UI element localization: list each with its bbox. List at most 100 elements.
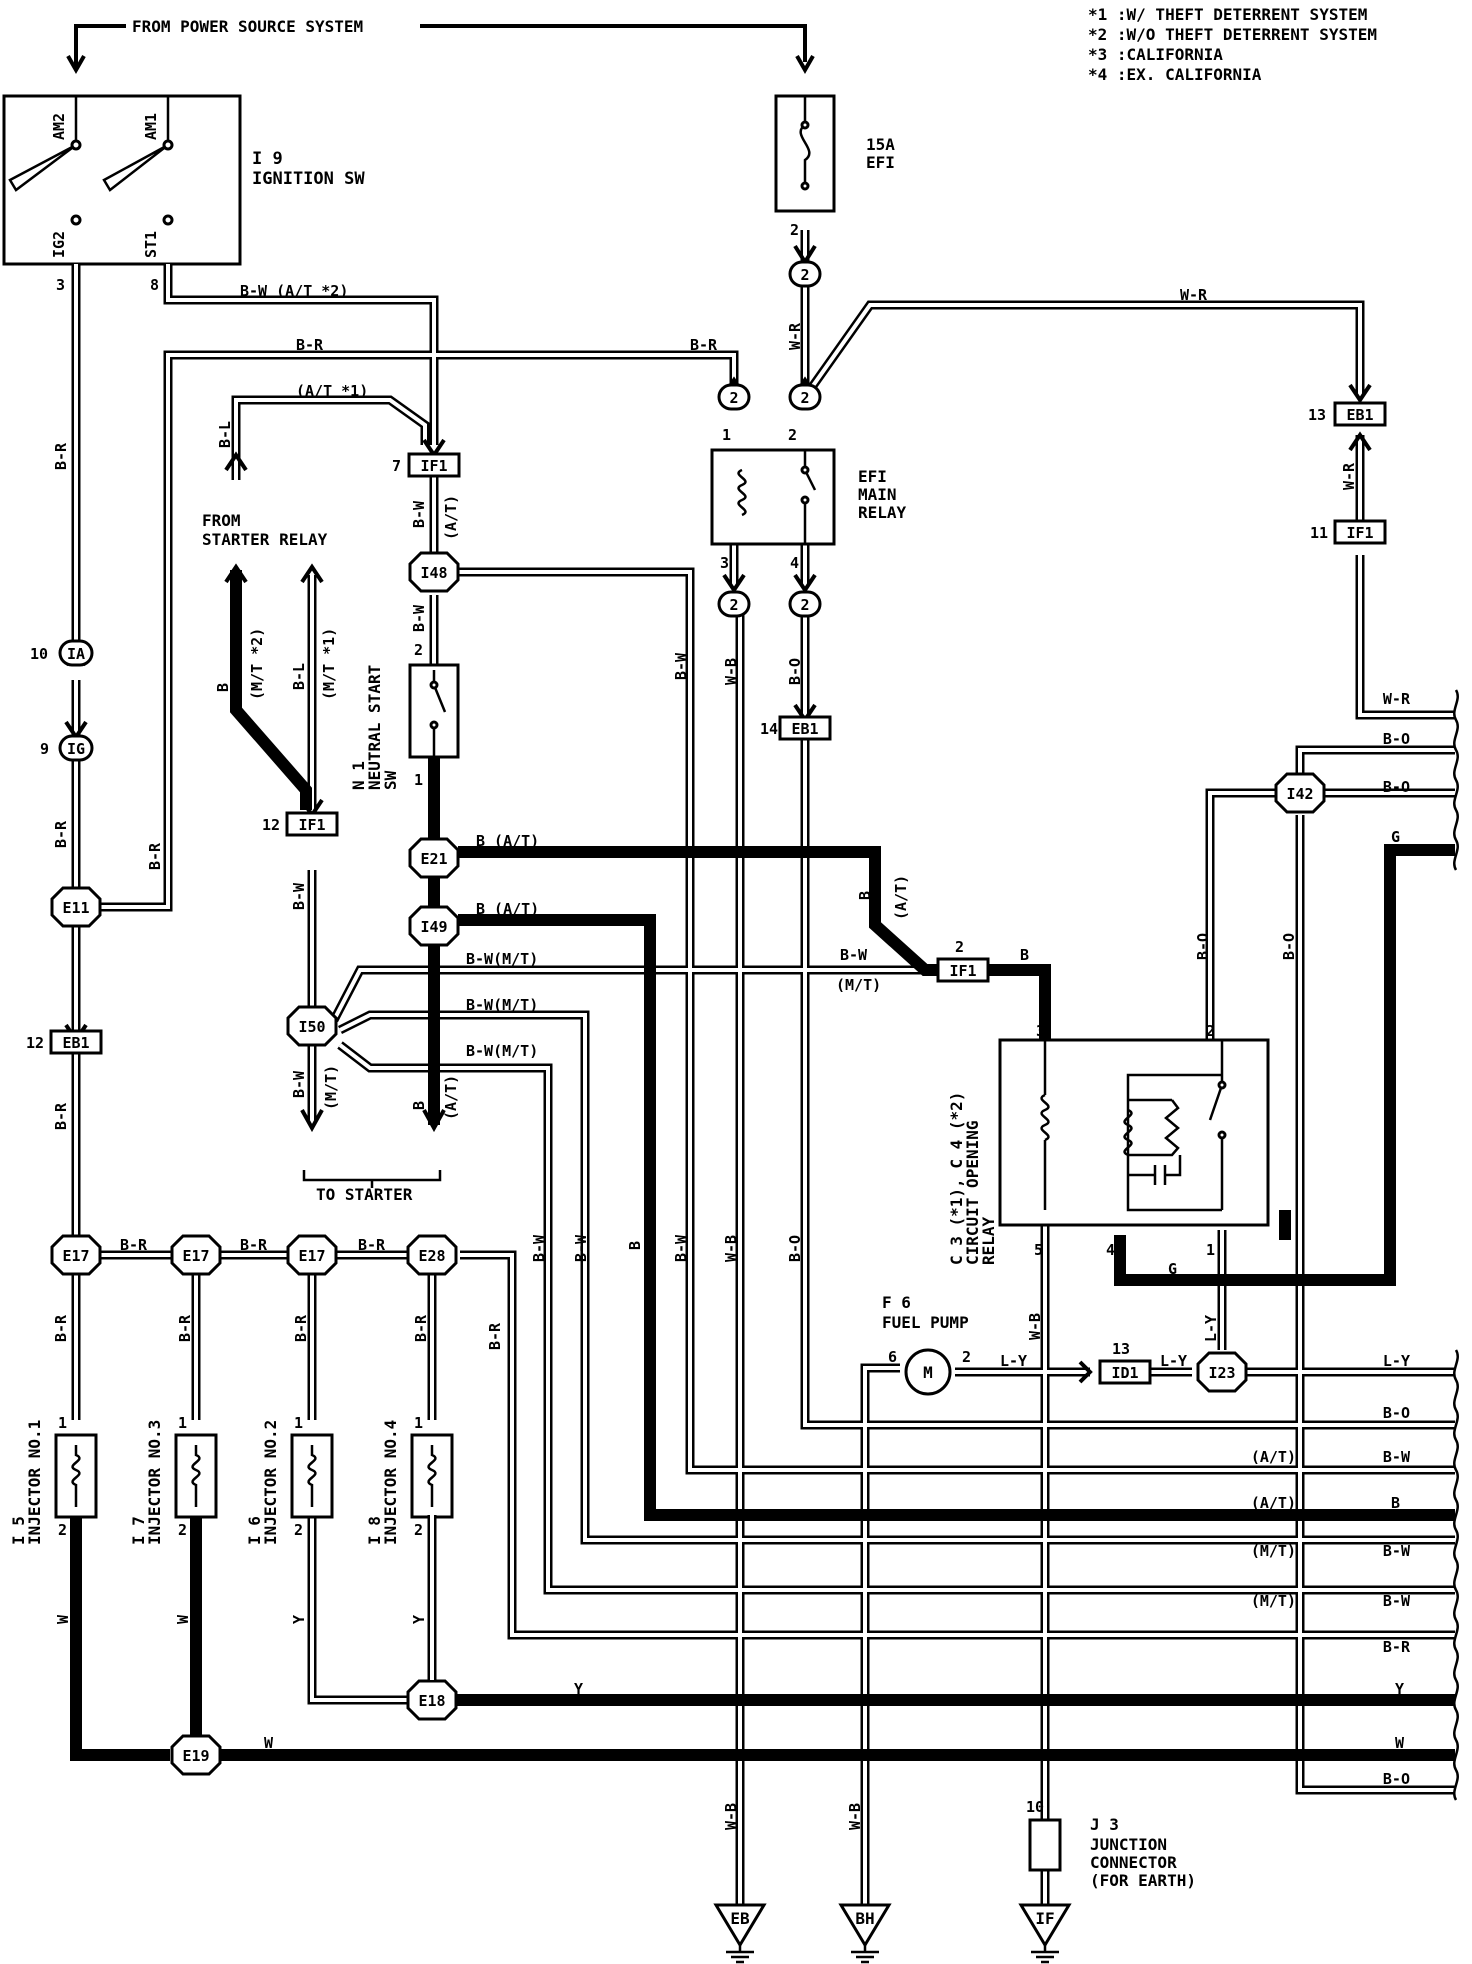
right-wire-4: L-Y	[1383, 1352, 1410, 1370]
svg-text:B-R: B-R	[176, 1314, 194, 1342]
svg-text:E17: E17	[298, 1247, 325, 1265]
wire-labels: B-W (A/T *2) B-R B-R (A/T *1) W-R B-W (A…	[52, 282, 1358, 1830]
conn-2-relay3: 2	[729, 596, 738, 614]
svg-text:B-W(M/T): B-W(M/T)	[466, 1042, 538, 1060]
svg-text:Y: Y	[290, 1615, 308, 1624]
svg-text:E28: E28	[418, 1247, 445, 1265]
fuel-pump-pin-6: 6	[888, 1348, 897, 1366]
efi-relay-name-3: RELAY	[858, 503, 907, 522]
injector-no3-name: INJECTOR NO.3	[145, 1420, 164, 1545]
svg-text:E11: E11	[62, 899, 89, 917]
junction-e17-b: E17	[170, 1234, 222, 1276]
injector-no1: 1 2 I 5 INJECTOR NO.1	[9, 1414, 98, 1545]
junction-pin: 10	[1026, 1798, 1044, 1816]
from-starter-1: FROM	[202, 511, 241, 530]
wire-b-at-e21: B (A/T)	[476, 832, 539, 850]
svg-text:(A/T *1): (A/T *1)	[296, 382, 368, 400]
nss-pin-bot: 1	[414, 771, 423, 789]
svg-text:B-O: B-O	[1194, 933, 1212, 960]
svg-text:B-R: B-R	[146, 842, 164, 870]
svg-text:W-B: W-B	[722, 658, 740, 685]
right-wire-0: W-R	[1383, 690, 1411, 708]
injector-no3: 1 2 I 7 INJECTOR NO.3	[129, 1414, 218, 1545]
pin-st1: 8	[150, 276, 159, 294]
svg-text:W: W	[174, 1614, 192, 1624]
right-wire-7: B	[1391, 1494, 1400, 1512]
ig2-label: IG2	[50, 231, 68, 258]
circuit-opening-relay: 3 2 5 4 1 C 3 (*1), C 4 (*2) CIRCUIT OPE…	[947, 1022, 1270, 1265]
svg-text:E17: E17	[62, 1247, 89, 1265]
svg-text:1: 1	[414, 1414, 423, 1432]
cor-pin-3: 3	[1036, 1022, 1045, 1040]
svg-text:B-R: B-R	[486, 1322, 504, 1350]
octagon-junctions: I48 E21 I49 I50 E11 E17 E17 E17	[50, 551, 1326, 1776]
svg-text:(M/T): (M/T)	[322, 1065, 340, 1110]
right-wire-11: Y	[1395, 1680, 1404, 1698]
conn-id1: ID1	[1111, 1364, 1138, 1382]
fuse-name: EFI	[866, 153, 895, 172]
conn-eb1-12: EB1	[62, 1034, 89, 1052]
svg-text:(A/T): (A/T)	[442, 495, 460, 540]
svg-text:B-R: B-R	[52, 1102, 70, 1130]
injector-no4: 1 2 I 8 INJECTOR NO.4	[365, 1414, 454, 1545]
fuse-15a-efi: 15A EFI 2	[774, 94, 895, 239]
svg-text:I50: I50	[298, 1018, 325, 1036]
svg-text:IF: IF	[1035, 1909, 1054, 1928]
svg-text:EB: EB	[730, 1909, 750, 1928]
svg-text:1: 1	[178, 1414, 187, 1432]
pin-7: 7	[392, 457, 401, 475]
pin-12b: 12	[26, 1034, 44, 1052]
junction-line-3: (FOR EARTH)	[1090, 1871, 1196, 1890]
cor-name-3: RELAY	[979, 1216, 998, 1265]
fuel-pump-pin-2: 2	[962, 1348, 971, 1366]
efi-relay-pin-2: 2	[788, 426, 797, 444]
ground-bh: BH	[838, 1903, 892, 1964]
injector-no1-id: I 5	[9, 1516, 28, 1545]
wires-double-inner	[74, 230, 1455, 1930]
svg-text:W-R: W-R	[1180, 286, 1208, 304]
junction-e17-c: E17	[286, 1234, 338, 1276]
injectors: 1 2 I 5 INJECTOR NO.1 1 2 I 7 INJECTOR N…	[9, 1414, 454, 1680]
ignition-switch: AM2 AM1 IG2 ST1 I 9 IGNITION SW 3 8	[2, 94, 365, 294]
conn-2-wr: 2	[800, 389, 809, 407]
svg-text:I49: I49	[420, 918, 447, 936]
starter-labels: FROM STARTER RELAY TO STARTER	[202, 511, 442, 1204]
svg-text:W-R: W-R	[786, 322, 804, 350]
junction-e28: E28	[406, 1234, 458, 1276]
conn-eb1-14: EB1	[791, 720, 818, 738]
svg-text:BH: BH	[855, 1909, 874, 1928]
svg-text:B-W(M/T): B-W(M/T)	[466, 996, 538, 1014]
conn-if1-12: IF1	[298, 816, 325, 834]
injector-no3-id: I 7	[129, 1516, 148, 1545]
conn-2-br: 2	[729, 389, 738, 407]
svg-text:E17: E17	[182, 1247, 209, 1265]
am2-label: AM2	[50, 113, 68, 140]
efi-relay-pin-3: 3	[720, 554, 729, 572]
pin-9: 9	[40, 740, 49, 758]
legend-line-1: *1 :W/ THEFT DETERRENT SYSTEM	[1088, 5, 1367, 24]
svg-text:W-B: W-B	[1026, 1313, 1044, 1340]
cor-pin-5: 5	[1034, 1241, 1043, 1259]
svg-text:(M/T *2): (M/T *2)	[248, 628, 266, 700]
svg-text:(M/T): (M/T)	[836, 976, 881, 994]
fuel-pump: M F 6 FUEL PUMP 6 2	[882, 1293, 971, 1396]
efi-main-relay: EFI MAIN RELAY 1 2 3 4	[710, 426, 907, 572]
injector-no4-name: INJECTOR NO.4	[381, 1420, 400, 1545]
pin-2-if1: 2	[955, 938, 964, 956]
svg-text:B-R: B-R	[52, 442, 70, 470]
pin-13: 13	[1308, 406, 1326, 424]
cor-pin-1: 1	[1206, 1241, 1215, 1259]
ignition-name: IGNITION SW	[252, 169, 365, 189]
right-wire-6: B-W	[1383, 1448, 1411, 1466]
conn-2-fuse: 2	[800, 266, 809, 284]
junction-e17-a: E17	[50, 1234, 102, 1276]
svg-text:W-B: W-B	[722, 1803, 740, 1830]
svg-text:B-R: B-R	[292, 1314, 310, 1342]
nss-id: N 1	[349, 761, 368, 790]
svg-text:E18: E18	[418, 1692, 445, 1710]
efi-relay-name-2: MAIN	[858, 485, 897, 504]
conn-2-relay4: 2	[800, 596, 809, 614]
svg-text:B-W(M/T): B-W(M/T)	[466, 950, 538, 968]
right-wire-2: B-O	[1383, 778, 1410, 796]
junction-i23: I23	[1196, 1351, 1248, 1393]
